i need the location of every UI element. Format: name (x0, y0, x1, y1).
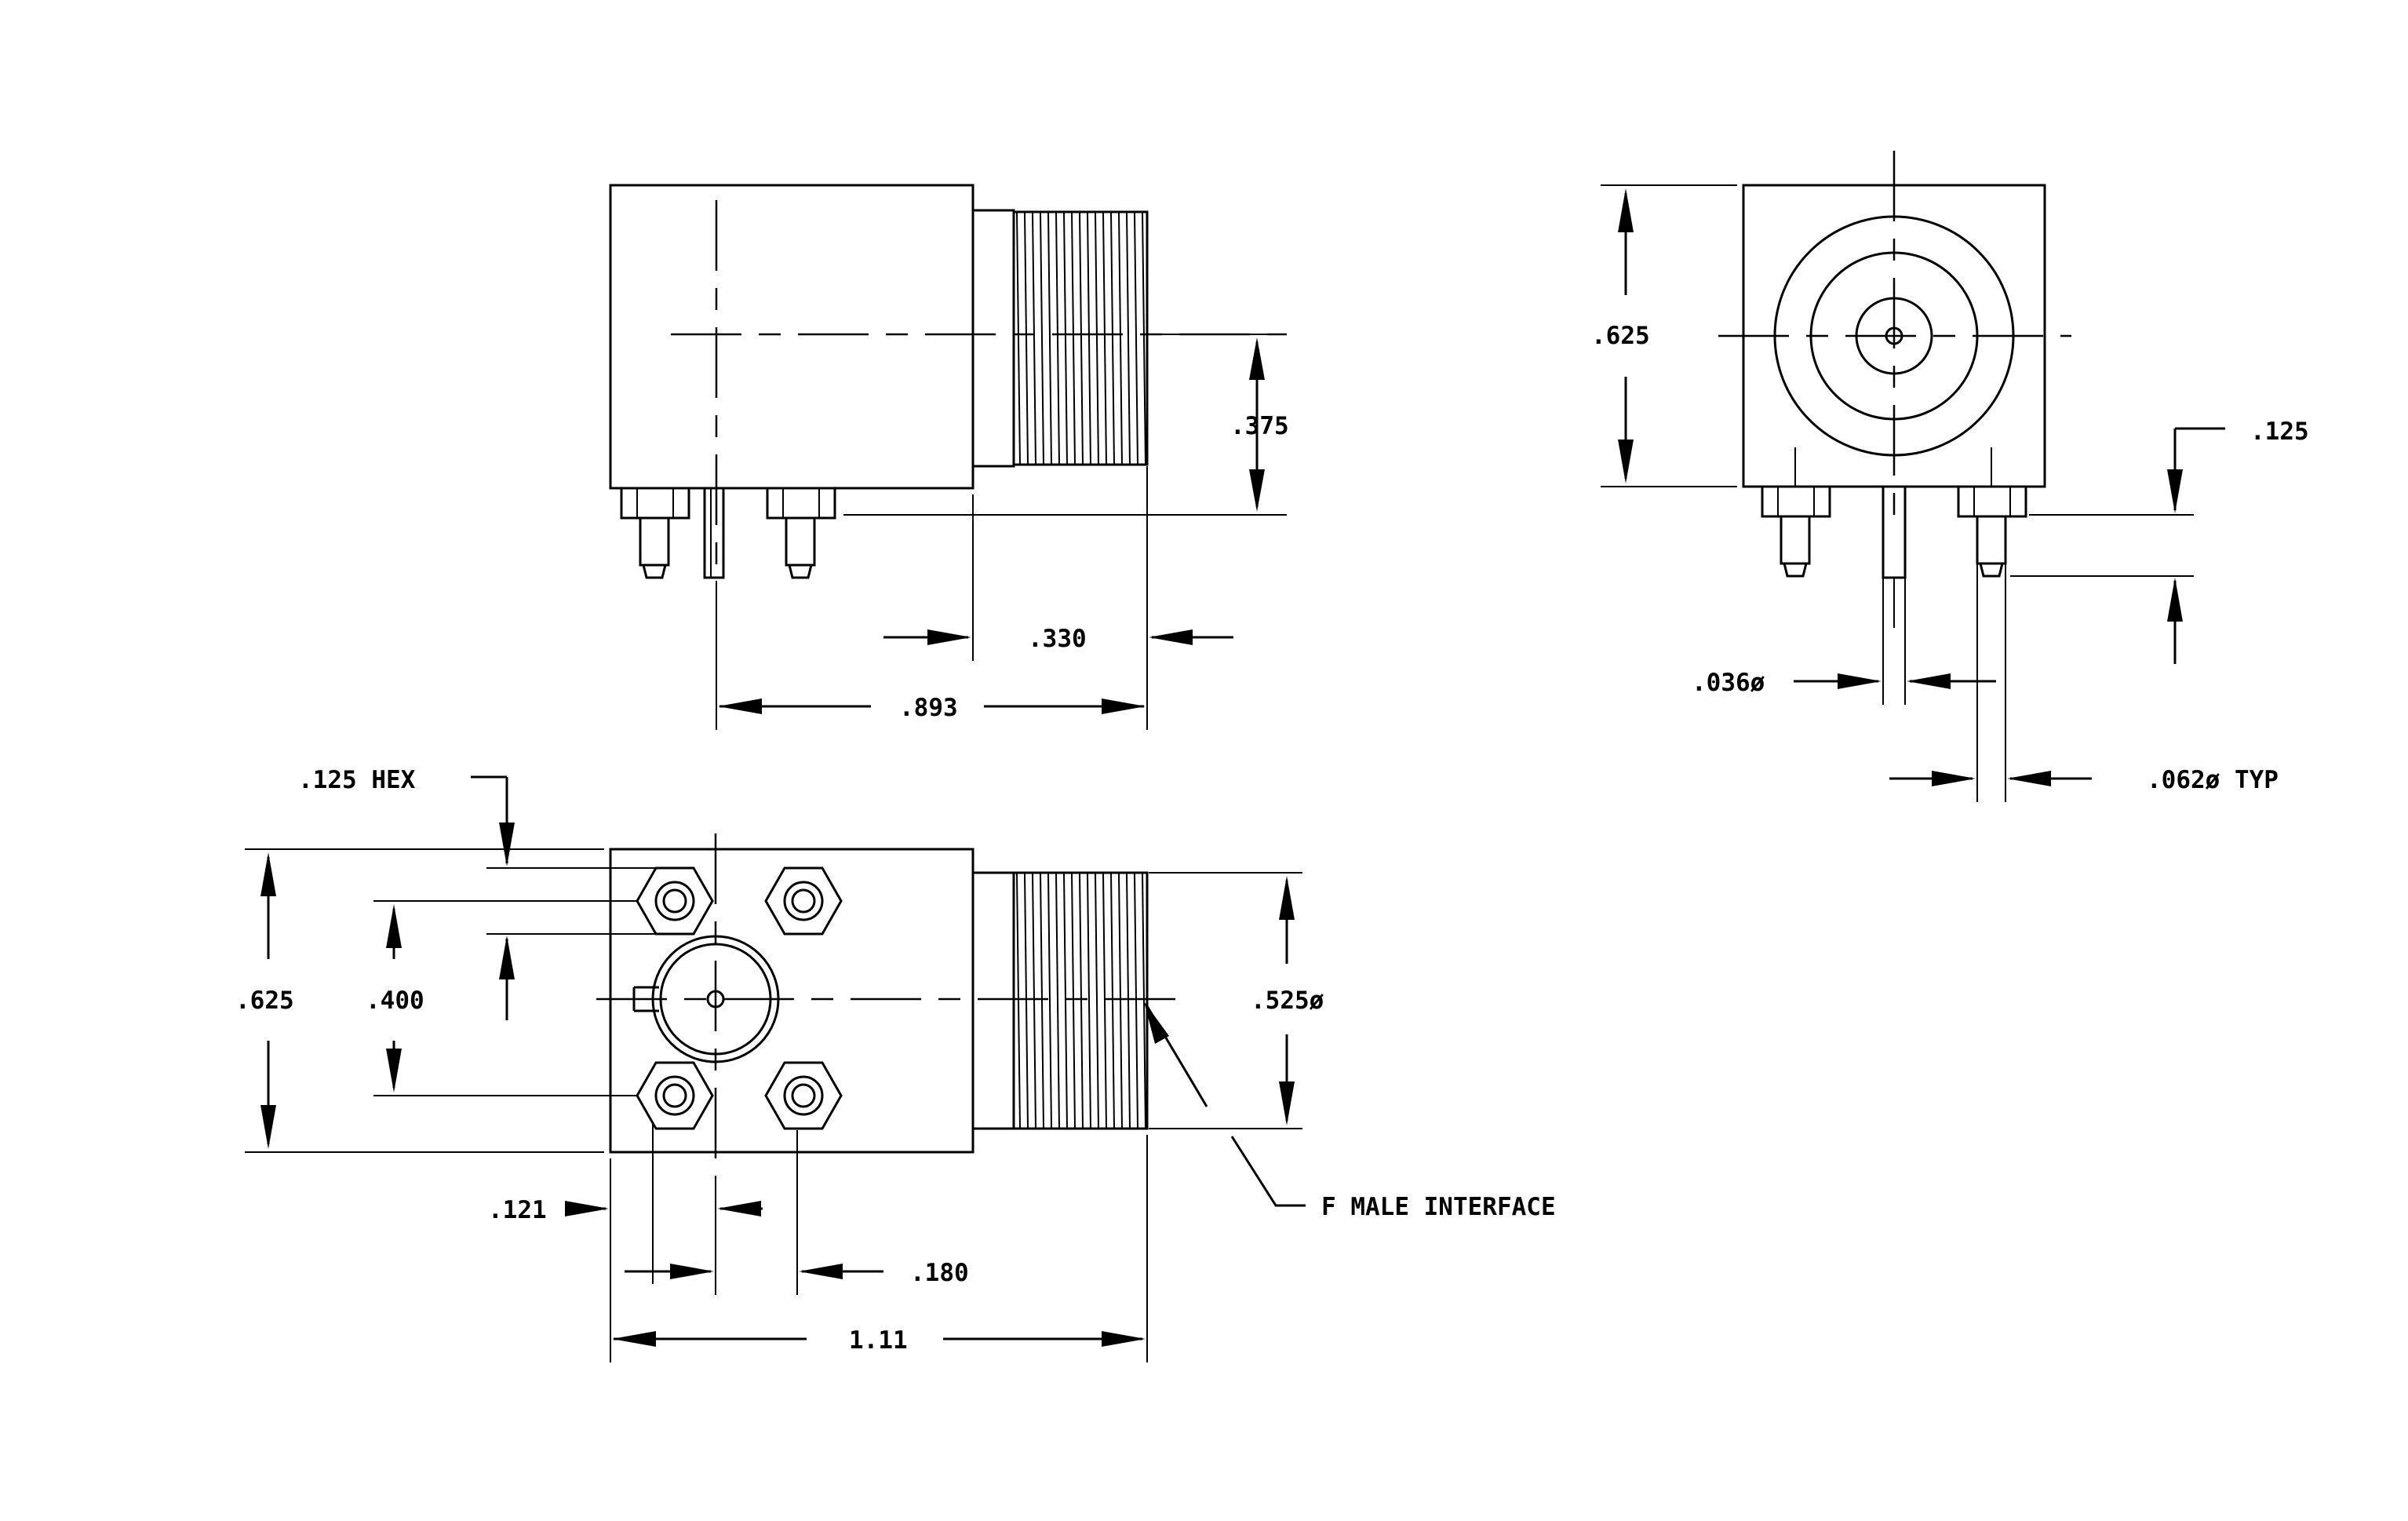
hex-nut-top-left (636, 866, 714, 936)
thread-line (1032, 872, 1036, 1129)
thread-line (1134, 211, 1138, 465)
dim-top-hex: .125 HEX (298, 766, 416, 794)
dim-end-625: .625 (1591, 322, 1650, 350)
end-pin-left (1761, 447, 1831, 578)
dim-end-125: .125 (2250, 418, 2309, 446)
thread-line (1040, 211, 1044, 465)
thread-line (1087, 872, 1091, 1129)
thread-line (1118, 211, 1123, 465)
top-threads (1014, 871, 1149, 1130)
thread-line (1016, 211, 1021, 465)
thread-line (1024, 872, 1029, 1129)
side-pin-center (703, 487, 725, 579)
dim-375: .375 (1230, 412, 1289, 440)
thread-line (1024, 211, 1029, 465)
top-shoulder (971, 871, 1015, 1130)
dim-top-121: .121 (488, 1196, 547, 1224)
dim-top-180: .180 (910, 1259, 969, 1287)
hex-nut-bottom-left (636, 1061, 714, 1130)
thread-line (1047, 872, 1052, 1129)
thread-line (1087, 211, 1091, 465)
thread-line (1126, 872, 1131, 1129)
dim-top-625: .625 (235, 987, 294, 1015)
dim-end-036: .036ø (1692, 669, 1765, 697)
thread-line (1071, 211, 1076, 465)
dim-top-400: .400 (366, 987, 424, 1015)
side-shoulder (971, 209, 1015, 468)
thread-line (1142, 211, 1146, 465)
top-view: .125 HEX .625 .400 .525ø F MALE INTERFAC… (235, 766, 1556, 1362)
dim-330: .330 (1028, 625, 1087, 653)
thread-line (1095, 211, 1099, 465)
dim-end-062: .062ø TYP (2147, 766, 2279, 794)
thread-line (1110, 211, 1115, 465)
thread-line (1102, 211, 1107, 465)
thread-line (1126, 211, 1131, 465)
thread-line (1040, 872, 1044, 1129)
side-view: .375 .330 .893 (609, 184, 1289, 730)
thread-line (1055, 211, 1060, 465)
side-body (609, 184, 974, 490)
thread-line (1071, 872, 1076, 1129)
thread-line (1095, 872, 1099, 1129)
thread-line (1032, 211, 1036, 465)
thread-line (1118, 872, 1123, 1129)
thread-line (1055, 872, 1060, 1129)
hex-nut-top-right (764, 866, 843, 936)
end-pin-center (1882, 485, 1907, 628)
end-view: .625 .125 .036ø .062ø TYP (1591, 151, 2309, 802)
thread-line (1063, 211, 1068, 465)
end-pin-right (1957, 447, 2027, 578)
dim-893: .893 (899, 694, 958, 722)
dim-top-111: 1.11 (849, 1326, 908, 1355)
thread-line (1079, 872, 1084, 1129)
thread-line (1102, 872, 1107, 1129)
dim-top-525: .525ø (1251, 987, 1324, 1015)
thread-line (1110, 872, 1115, 1129)
thread-line (1134, 872, 1138, 1129)
thread-line (1016, 872, 1021, 1129)
thread-line (1063, 872, 1068, 1129)
callout-f-male: F MALE INTERFACE (1321, 1193, 1556, 1221)
side-pin-left (620, 487, 690, 579)
side-threads (1014, 210, 1149, 466)
thread-line (1079, 211, 1084, 465)
thread-line (1047, 211, 1052, 465)
thread-line (1142, 872, 1146, 1129)
side-pin-right (766, 487, 836, 579)
hex-nut-bottom-right (764, 1061, 843, 1130)
